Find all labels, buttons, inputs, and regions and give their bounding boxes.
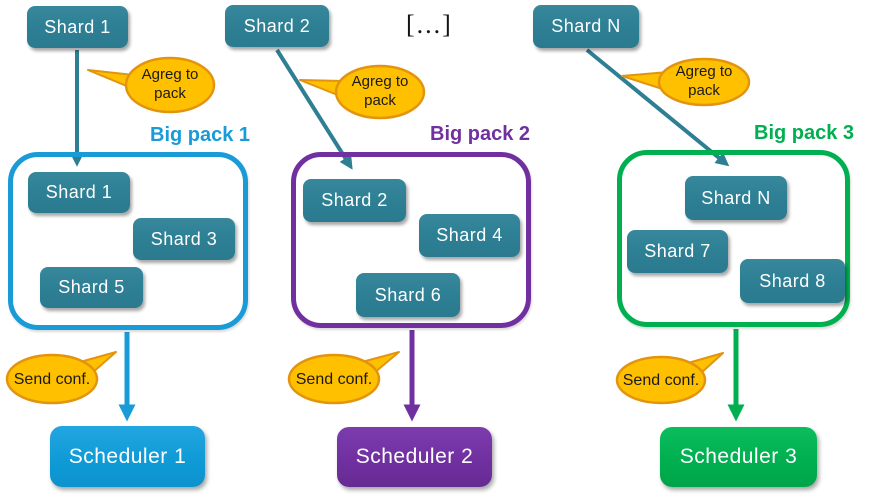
pack1-shard-box-2: Shard 3 bbox=[133, 218, 235, 260]
pack-label-3: Big pack 3 bbox=[754, 122, 855, 144]
callout-agreg-1 bbox=[87, 56, 216, 114]
scheduler-box-2: Scheduler 2 bbox=[337, 427, 492, 487]
source-shard-box-1: Shard 1 bbox=[27, 6, 128, 48]
scheduler-box-3: Scheduler 3 bbox=[660, 427, 817, 487]
arrow-shard2-to-pack2 bbox=[275, 48, 353, 170]
source-shard-label-3: Shard N bbox=[551, 16, 621, 36]
callout-agreg-3 bbox=[621, 57, 751, 107]
big-pack-1 bbox=[8, 152, 248, 330]
agreg-bubble-text-3: Agreg to pack bbox=[675, 63, 733, 99]
source-shard-box-2: Shard 2 bbox=[225, 5, 329, 47]
pack3-shard-box-1: Shard N bbox=[685, 176, 787, 220]
callout-send-1 bbox=[5, 351, 117, 405]
scheduler-label-3: Scheduler 3 bbox=[679, 445, 798, 468]
pack1-shard-box-1: Shard 1 bbox=[28, 172, 130, 213]
pack1-shard-label-3: Shard 5 bbox=[58, 277, 125, 297]
pack2-shard-box-1: Shard 2 bbox=[303, 179, 406, 222]
pack2-shard-label-3: Shard 6 bbox=[374, 284, 442, 305]
big-pack-2 bbox=[291, 152, 531, 328]
callout-send-3 bbox=[615, 352, 724, 405]
pack3-shard-label-1: Shard N bbox=[701, 187, 771, 208]
big-pack-3 bbox=[617, 150, 850, 327]
pack-label-2: Big pack 2 bbox=[430, 123, 531, 145]
pack3-shard-label-3: Shard 8 bbox=[759, 270, 826, 291]
source-shard-label-2: Shard 2 bbox=[243, 15, 311, 36]
pack3-shard-box-2: Shard 7 bbox=[627, 230, 728, 273]
pack-label-1: Big pack 1 bbox=[150, 124, 251, 146]
pack2-shard-box-3: Shard 6 bbox=[356, 273, 460, 317]
source-shard-box-3: Shard N bbox=[533, 5, 639, 48]
source-shard-label-1: Shard 1 bbox=[44, 16, 111, 37]
pack1-shard-box-3: Shard 5 bbox=[40, 267, 143, 308]
ellipsis-label: [...] bbox=[406, 10, 453, 39]
agreg-bubble-text-1: Agreg to pack bbox=[141, 66, 199, 102]
pack2-shard-label-1: Shard 2 bbox=[321, 190, 388, 210]
pack3-shard-label-2: Shard 7 bbox=[644, 241, 711, 261]
scheduler-label-1: Scheduler 1 bbox=[68, 444, 187, 468]
pack1-shard-label-1: Shard 1 bbox=[45, 182, 113, 202]
pack1-shard-label-2: Shard 3 bbox=[150, 228, 218, 249]
scheduler-label-2: Scheduler 2 bbox=[355, 445, 474, 468]
pack2-shard-label-2: Shard 4 bbox=[436, 225, 503, 245]
send-bubble-text-1: Send conf. bbox=[13, 370, 91, 388]
scheduler-box-1: Scheduler 1 bbox=[50, 426, 205, 487]
send-bubble-text-3: Send conf. bbox=[622, 371, 700, 389]
callout-agreg-2 bbox=[299, 64, 426, 120]
send-bubble-text-2: Send conf. bbox=[295, 370, 373, 388]
arrow-shardN-to-pack3 bbox=[585, 48, 730, 167]
agreg-bubble-text-2: Agreg to pack bbox=[351, 73, 409, 109]
callout-send-2 bbox=[287, 351, 400, 405]
pack3-shard-box-3: Shard 8 bbox=[740, 259, 845, 303]
pack2-shard-box-2: Shard 4 bbox=[419, 214, 520, 257]
